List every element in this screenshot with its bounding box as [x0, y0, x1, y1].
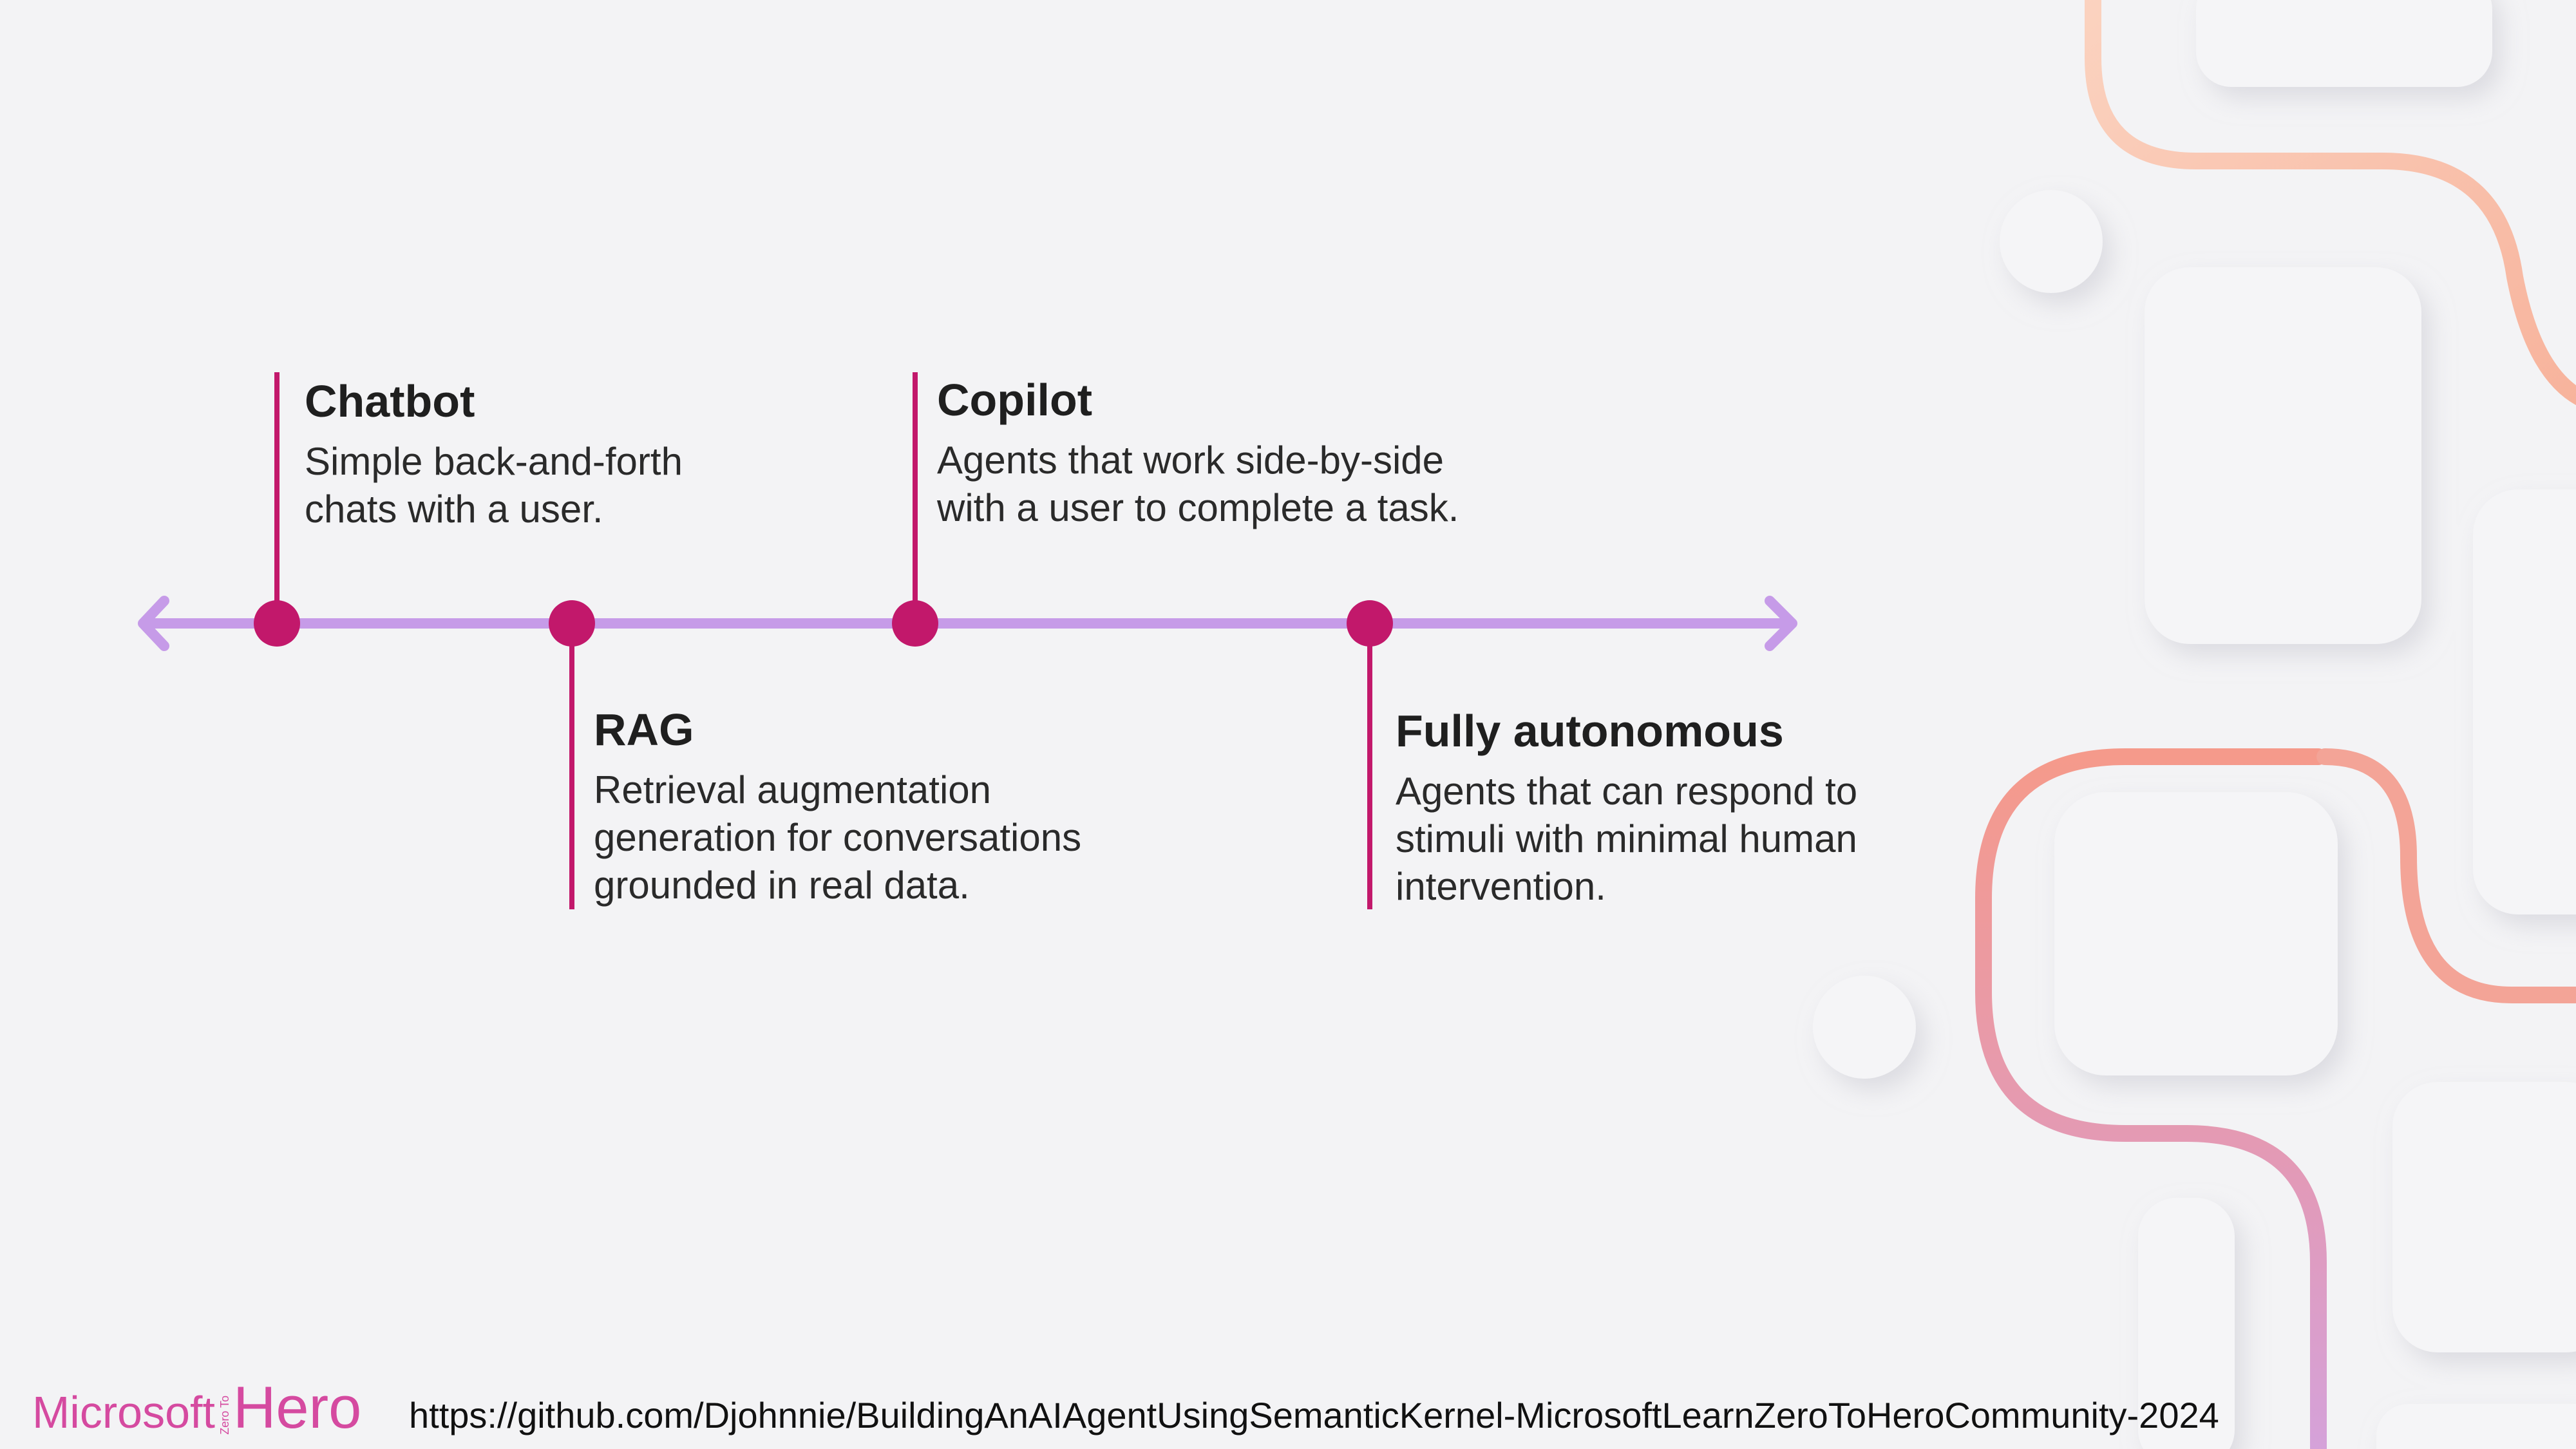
- timeline-marker: [1347, 600, 1393, 647]
- timeline-entry-rag: RAG Retrieval augmentation generation fo…: [594, 705, 1173, 909]
- timeline-entry-copilot: Copilot Agents that work side-by-side wi…: [937, 375, 1517, 532]
- entry-title: Copilot: [937, 375, 1093, 425]
- timeline-marker: [892, 600, 938, 647]
- entry-description: Agents that work side-by-side with a use…: [937, 439, 1459, 529]
- brand-hero: Hero: [232, 1375, 362, 1441]
- arrow-right-icon: [1765, 596, 1797, 651]
- entry-description: Retrieval augmentation generation for co…: [594, 768, 1082, 907]
- brand-zero-to: Zero To: [218, 1396, 231, 1435]
- entry-title: Fully autonomous: [1396, 706, 1784, 756]
- arrow-left-icon: [138, 596, 169, 651]
- source-url[interactable]: https://github.com/Djohnnie/BuildingAnAI…: [409, 1395, 2219, 1435]
- entry-title: Chatbot: [305, 376, 475, 426]
- timeline-entry-chatbot: Chatbot Simple back-and-forth chats with…: [305, 377, 884, 533]
- brand-logo: Microsoft Zero To Hero: [32, 1364, 362, 1441]
- decorative-curve: [1975, 0, 2576, 1449]
- rounded-tile: [1813, 0, 2576, 1449]
- entry-description: Agents that can respond to stimuli with …: [1396, 770, 1858, 908]
- entry-title: RAG: [594, 705, 694, 755]
- entry-description: Simple back-and-forth chats with a user.: [305, 440, 683, 531]
- timeline-entry-fully-autonomous: Fully autonomous Agents that can respond…: [1396, 706, 1975, 911]
- brand-microsoft: Microsoft: [32, 1387, 215, 1437]
- timeline-marker: [254, 600, 300, 647]
- timeline-marker: [549, 600, 595, 647]
